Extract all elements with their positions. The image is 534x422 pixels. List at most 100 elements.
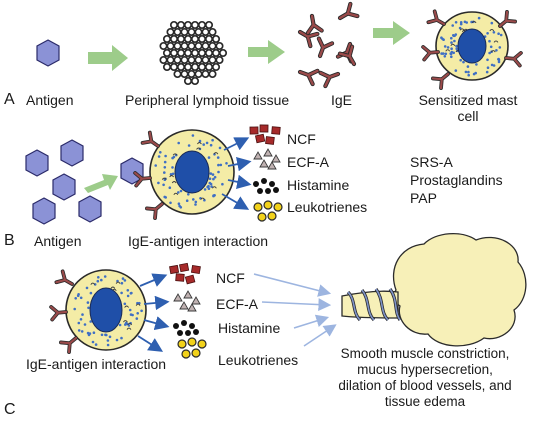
- granule-dot: [490, 63, 494, 67]
- granule-dot: [485, 70, 489, 74]
- ecfa-granule: [271, 154, 281, 163]
- histamine-granule: [193, 329, 199, 335]
- lymphocyte: [162, 62, 172, 72]
- lymphocyte: [211, 34, 221, 44]
- granule-dot: [477, 16, 481, 20]
- ige-antibody: [54, 269, 74, 286]
- granule-dot: [450, 41, 453, 44]
- granule-dot: [221, 182, 224, 186]
- lymphocyte: [183, 20, 193, 30]
- granule-dot: [211, 173, 215, 176]
- lymphocyte: [208, 69, 217, 79]
- histamine-granules: [253, 178, 279, 194]
- granule-dot: [177, 141, 180, 145]
- nucleus: [457, 28, 487, 64]
- granule-dot: [497, 32, 500, 35]
- histamine-granule: [253, 181, 259, 187]
- lymphocyte: [162, 48, 172, 58]
- lymphocyte: [187, 55, 196, 65]
- organelle-mark: [213, 152, 219, 155]
- mediator-label-ncf: NCF: [287, 131, 316, 147]
- granule-dot: [208, 177, 212, 180]
- granule-dot: [486, 66, 490, 69]
- granule-dot: [179, 206, 183, 209]
- organelle-mark: [171, 181, 177, 184]
- granule-dot: [207, 184, 210, 188]
- lymphocyte: [183, 62, 193, 72]
- mediator-label-pap: PAP: [410, 190, 437, 206]
- lymphocyte: [169, 62, 179, 72]
- antigen-hexagon: [36, 39, 60, 67]
- ige-antibody: [431, 72, 450, 90]
- granule-dot: [79, 296, 83, 300]
- alveolus-sac: [392, 233, 527, 347]
- organelle-mark: [90, 282, 96, 285]
- granule-dot: [211, 138, 214, 142]
- lymphocyte: [201, 41, 210, 51]
- granule-dot: [202, 143, 205, 146]
- granule-dot: [105, 333, 108, 337]
- release-arrow: [139, 273, 168, 287]
- ncf-granule: [265, 136, 275, 145]
- histamine-granule: [265, 188, 271, 194]
- leukotriene-granules: [253, 200, 283, 222]
- antigen-hexagon: [32, 197, 56, 225]
- antigen-cluster: [25, 139, 102, 225]
- granule-dot: [73, 307, 76, 311]
- lymphocyte: [215, 55, 224, 65]
- ige-fill: [317, 37, 334, 58]
- effect-arrow: [261, 298, 332, 311]
- ige-antibody: [140, 130, 160, 148]
- lymphocyte: [208, 55, 217, 65]
- organelle-mark: [123, 320, 128, 323]
- granule-dot: [191, 134, 195, 137]
- ncf-granules: [249, 124, 281, 145]
- ige-antibody: [504, 51, 523, 68]
- granule-dot: [225, 162, 228, 165]
- granule-dot: [79, 318, 83, 321]
- lymphocyte: [173, 27, 182, 37]
- granule-dot: [171, 166, 174, 169]
- lymphocyte: [180, 69, 189, 79]
- granule-dot: [74, 297, 77, 300]
- lymphocyte: [194, 41, 203, 51]
- granule-dot: [192, 198, 195, 201]
- ige-antibody: [316, 36, 335, 59]
- granule-dot: [209, 182, 213, 186]
- granule-dot: [164, 154, 167, 158]
- granule-dot: [103, 275, 107, 278]
- lymphocyte: [211, 48, 221, 58]
- ecfa-granule: [259, 159, 269, 168]
- ige-antibody: [421, 45, 440, 62]
- lymphocyte: [190, 62, 200, 72]
- lymphocyte: [190, 76, 200, 86]
- ige-antibody: [318, 70, 341, 89]
- release-arrow: [227, 157, 252, 172]
- antigen-hexagon: [52, 173, 76, 201]
- nucleus: [174, 150, 210, 194]
- organelle-mark: [493, 40, 499, 43]
- granule-dot: [217, 170, 220, 174]
- ige-fill: [298, 69, 319, 86]
- ige-fill: [319, 71, 340, 88]
- organelle-mark: [161, 177, 167, 180]
- granule-dot: [497, 57, 500, 61]
- green-arrow: [84, 174, 118, 193]
- organelle-mark: [169, 175, 174, 178]
- ecfa-granule: [187, 303, 197, 312]
- lymphocyte: [187, 27, 196, 37]
- leukotriene-granule: [263, 200, 273, 210]
- leukotriene-granule: [181, 349, 191, 359]
- ige-antibody: [498, 10, 517, 28]
- granule-dot: [118, 323, 122, 327]
- panel-a: [36, 1, 523, 90]
- antigen-hexagon: [60, 139, 84, 167]
- granule-dot: [452, 34, 455, 37]
- organelle-mark: [450, 43, 456, 46]
- granule-dot: [126, 294, 130, 298]
- granule-dot: [459, 21, 463, 24]
- physiological-outcome-text: Smooth muscle constriction, mucus hypers…: [318, 346, 532, 410]
- granule-dot: [440, 52, 443, 55]
- granule-dot: [450, 47, 453, 50]
- granule-dot: [466, 65, 470, 68]
